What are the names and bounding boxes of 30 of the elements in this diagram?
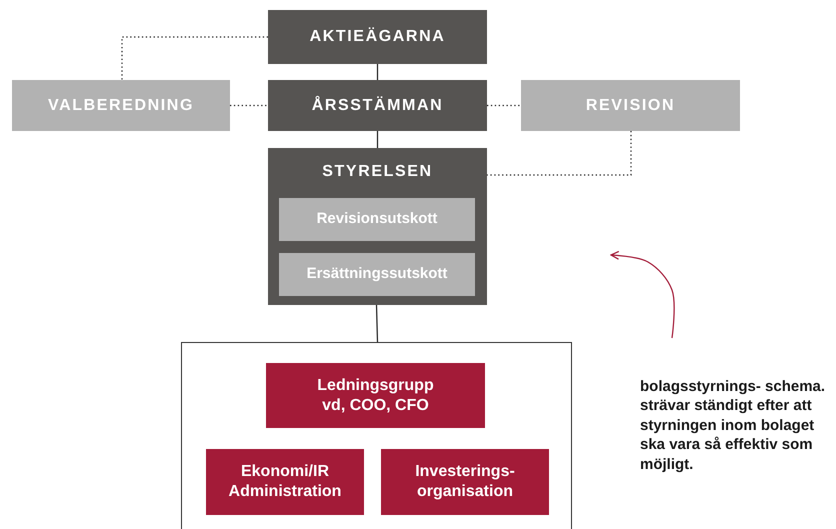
org-box <box>381 449 549 515</box>
org-box <box>268 10 487 64</box>
org-box <box>266 363 485 428</box>
box-label: ÅRSSTÄMMAN <box>312 96 444 116</box>
org-box <box>521 80 740 131</box>
connector-line <box>376 304 378 342</box>
dotted-connector <box>121 36 268 80</box>
box-label: Ersättningssutskott <box>306 265 448 284</box>
frame-box <box>181 342 572 529</box>
box-label: STYRELSEN <box>322 162 433 182</box>
connector-line <box>376 64 378 80</box>
org-box <box>268 148 487 305</box>
box-label: AKTIEÄGARNA <box>310 27 446 47</box>
dotted-connector <box>487 104 521 106</box>
box-label: Ekonomi/IR Administration <box>228 462 342 502</box>
box-label: VALBEREDNING <box>48 96 194 116</box>
dotted-connector <box>230 104 268 106</box>
note-text: bolagsstyrnings- schema. strävar ständigt efter att styrningen inom bolaget ska vara så effektiv som möjligt. <box>640 376 826 474</box>
connector-line <box>376 131 378 148</box>
box-label: Revisionsutskott <box>316 210 438 229</box>
dotted-connector <box>487 131 632 176</box>
org-box <box>206 449 364 515</box>
box-label: Investerings- organisation <box>414 462 516 502</box>
curved-arrow <box>610 250 675 338</box>
box-label: REVISION <box>586 96 676 116</box>
box-label: Ledningsgrupp vd, COO, CFO <box>316 376 435 416</box>
org-box <box>279 198 475 241</box>
org-box <box>279 253 475 296</box>
org-box <box>268 80 487 131</box>
org-box <box>12 80 230 131</box>
